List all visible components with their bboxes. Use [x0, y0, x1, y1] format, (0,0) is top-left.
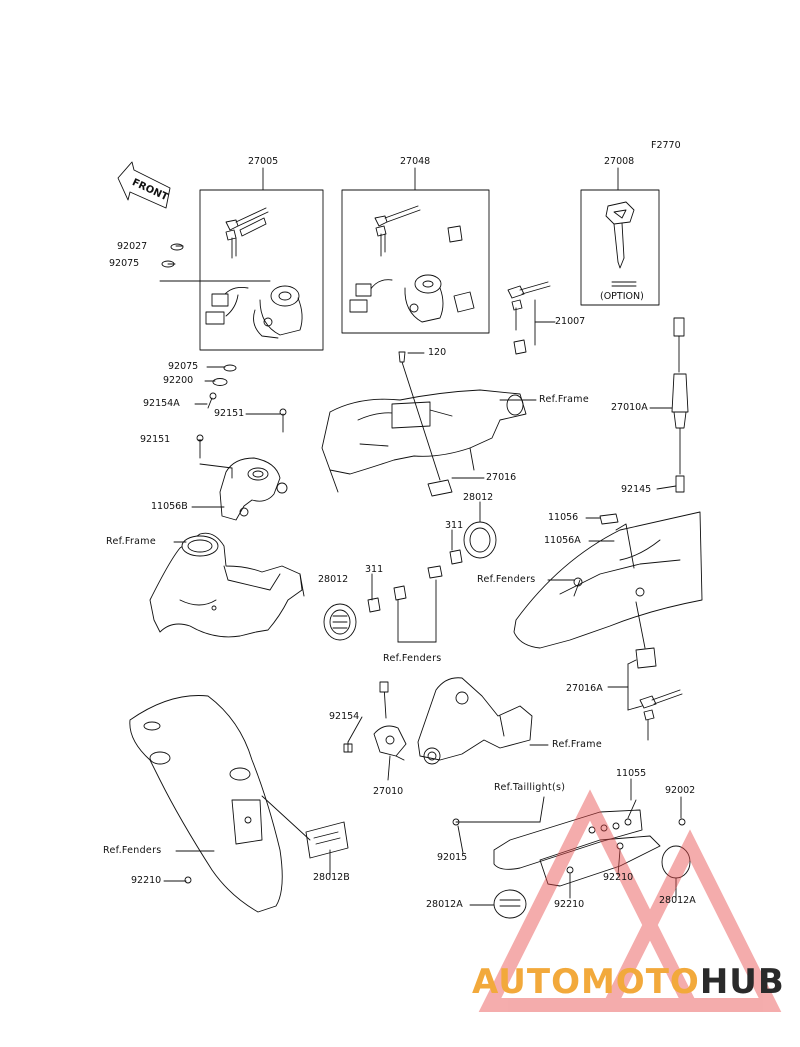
part-label-11056B: 11056B	[151, 501, 188, 512]
part-label-311-lower: 311	[365, 564, 384, 575]
kit-box-27048	[341, 189, 490, 334]
ref-label-frame-rear: Ref.Frame	[552, 739, 602, 750]
part-label-92027: 92027	[117, 241, 148, 252]
part-label-28012-left: 28012	[318, 574, 349, 585]
keys-27016A	[639, 689, 683, 741]
key-set-27005	[225, 207, 269, 259]
front-arrow-icon: FRONT	[117, 161, 171, 209]
watermark-text-a: AUTOMOTO	[472, 962, 700, 1002]
ref-label-fenders-right: Ref.Fenders	[477, 574, 536, 585]
part-label-92210-bottom: 92210	[554, 899, 585, 910]
part-label-311-upper: 311	[445, 520, 464, 531]
part-label-27016: 27016	[486, 472, 517, 483]
watermark-triangles-icon	[478, 789, 782, 1012]
part-label-27010A: 27010A	[611, 402, 648, 413]
switch-27010A	[671, 317, 689, 493]
frame-center-assembly	[321, 389, 527, 497]
rear-frame-bracket	[417, 677, 533, 765]
part-label-28012A-left: 28012A	[426, 899, 463, 910]
part-label-11056: 11056	[548, 512, 579, 523]
key-27008	[605, 201, 637, 287]
part-label-27048: 27048	[400, 156, 431, 167]
washer-92027	[170, 243, 184, 251]
part-label-11056A: 11056A	[544, 535, 581, 546]
cap-28012-upper	[463, 521, 497, 559]
option-label: (OPTION)	[600, 291, 644, 302]
ignition-switch-27005	[205, 285, 303, 339]
license-bracket	[493, 799, 661, 887]
watermark-logo	[478, 789, 782, 1012]
part-label-28012B: 28012B	[313, 872, 350, 883]
rear-fender-assembly	[513, 511, 703, 649]
cap-27048	[447, 225, 463, 243]
part-label-92151-right: 92151	[214, 408, 245, 419]
part-label-120: 120	[428, 347, 447, 358]
part-label-27016A: 27016A	[566, 683, 603, 694]
part-label-92075-top: 92075	[109, 258, 140, 269]
ref-label-fenders-center: Ref.Fenders	[383, 653, 442, 664]
part-label-27005: 27005	[248, 156, 279, 167]
bracket-11056B	[219, 457, 288, 521]
part-label-21007: 21007	[555, 316, 586, 327]
part-label-92154: 92154	[329, 711, 360, 722]
part-label-28012A-right: 28012A	[659, 895, 696, 906]
seat-lock-27048	[453, 291, 475, 313]
part-11056	[599, 513, 619, 525]
kit-box-27005	[199, 189, 324, 351]
reflector-28012A-left	[493, 889, 527, 919]
kit-box-27008	[580, 189, 660, 306]
keys-21007	[507, 281, 556, 355]
watermark-text: AUTOMOTOHUB	[472, 962, 785, 1002]
figure-code: F2770	[651, 140, 681, 151]
part-label-92145: 92145	[621, 484, 652, 495]
part-label-92200: 92200	[163, 375, 194, 386]
frame-front-assembly	[149, 532, 305, 638]
part-label-92075-bottom: 92075	[168, 361, 199, 372]
part-label-27008: 27008	[604, 156, 635, 167]
ignition-switch-27048	[349, 274, 444, 323]
lock-27016A	[635, 601, 657, 669]
part-label-92151-left: 92151	[140, 434, 171, 445]
front-fender	[129, 695, 283, 913]
part-label-92002: 92002	[665, 785, 696, 796]
switch-27010	[373, 681, 407, 761]
cap-28012-left	[323, 603, 357, 641]
ref-label-taillight: Ref.Taillight(s)	[494, 782, 566, 793]
part-label-11055: 11055	[616, 768, 647, 779]
part-label-28012-upper: 28012	[463, 492, 494, 503]
part-label-92154A: 92154A	[143, 398, 180, 409]
part-11056A	[615, 523, 635, 569]
watermark-text-b: HUB	[699, 962, 785, 1002]
reflector-28012B	[305, 821, 349, 859]
ref-label-frame-center: Ref.Frame	[539, 394, 589, 405]
part-label-27010: 27010	[373, 786, 404, 797]
key-set-27048	[374, 205, 421, 257]
part-label-92015: 92015	[437, 852, 468, 863]
ref-label-frame-left: Ref.Frame	[106, 536, 156, 547]
ref-label-fenders-left: Ref.Fenders	[103, 845, 162, 856]
part-label-92210-left: 92210	[131, 875, 162, 886]
part-label-92210-right: 92210	[603, 872, 634, 883]
